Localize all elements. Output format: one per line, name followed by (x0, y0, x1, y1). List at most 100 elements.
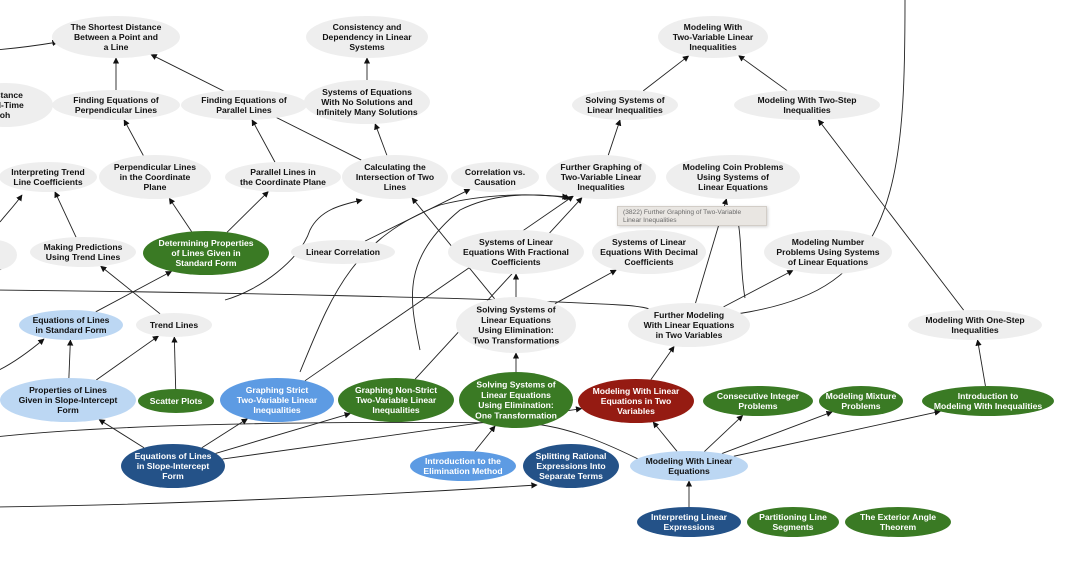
edge-graphing_nonstrict-to-further_graphing (414, 197, 583, 380)
node-shape[interactable] (456, 297, 576, 353)
node-label-line: in Slope-Intercept (137, 461, 210, 471)
node-left-partial[interactable]: ses (0, 240, 17, 270)
node-shape[interactable] (592, 230, 706, 274)
node-shape[interactable] (523, 444, 619, 488)
node-shape[interactable] (52, 90, 180, 120)
node-shape[interactable] (764, 230, 892, 274)
node-correlation-causation[interactable]: Correlation vs.Causation (451, 162, 539, 192)
node-label-line: Further Graphing of (560, 162, 641, 172)
node-trend-lines[interactable]: Trend Lines (136, 313, 212, 337)
node-shape[interactable] (637, 507, 741, 537)
node-shape[interactable] (908, 310, 1042, 340)
node-shape[interactable] (225, 162, 341, 192)
node-scatter-plots[interactable]: Scatter Plots (138, 389, 214, 413)
node-shape[interactable] (306, 16, 428, 58)
node-shape[interactable] (0, 378, 136, 422)
node-shape[interactable] (578, 379, 694, 423)
node-shape[interactable] (0, 240, 17, 270)
node-shape[interactable] (658, 16, 768, 58)
node-shape[interactable] (291, 240, 395, 264)
node-shape[interactable] (138, 389, 214, 413)
node-shape[interactable] (30, 237, 136, 267)
node-shape[interactable] (0, 162, 97, 192)
node-shape[interactable] (666, 155, 800, 199)
node-shape[interactable] (52, 16, 180, 58)
node-shape[interactable] (220, 378, 334, 422)
node-shape[interactable] (121, 444, 225, 488)
edges (54, 54, 986, 507)
node-shape[interactable] (410, 451, 516, 481)
node-shape[interactable] (143, 231, 269, 275)
node-shape[interactable] (628, 303, 750, 347)
node-shape[interactable] (459, 372, 573, 428)
edge-linear_correlation-to-correlation_causation (364, 188, 471, 242)
node-linear-correlation[interactable]: Linear Correlation (291, 240, 395, 264)
node-shape[interactable] (703, 386, 813, 416)
node-shape[interactable] (304, 80, 430, 124)
node-shape[interactable] (747, 507, 839, 537)
node-label-line: Interpreting Linear (651, 512, 728, 522)
node-label-line: Equations of Lines (33, 315, 110, 325)
node-shape[interactable] (734, 90, 880, 120)
node-shape[interactable] (448, 230, 584, 274)
node-shape[interactable] (451, 162, 539, 192)
node-shape[interactable] (819, 386, 903, 416)
node-shape[interactable] (546, 155, 656, 199)
node-shape[interactable] (19, 310, 123, 340)
node-shape[interactable] (572, 90, 678, 120)
node-shape[interactable] (922, 386, 1054, 416)
node-shape[interactable] (338, 378, 454, 422)
node-shape[interactable] (845, 507, 951, 537)
node-shape[interactable] (181, 90, 307, 120)
node-shape[interactable] (0, 83, 53, 127)
node-shape[interactable] (630, 451, 748, 481)
node-label-line: One Transformation (475, 410, 557, 420)
node-shape[interactable] (99, 155, 211, 199)
node-shape[interactable] (342, 155, 448, 199)
node-shape[interactable] (136, 313, 212, 337)
